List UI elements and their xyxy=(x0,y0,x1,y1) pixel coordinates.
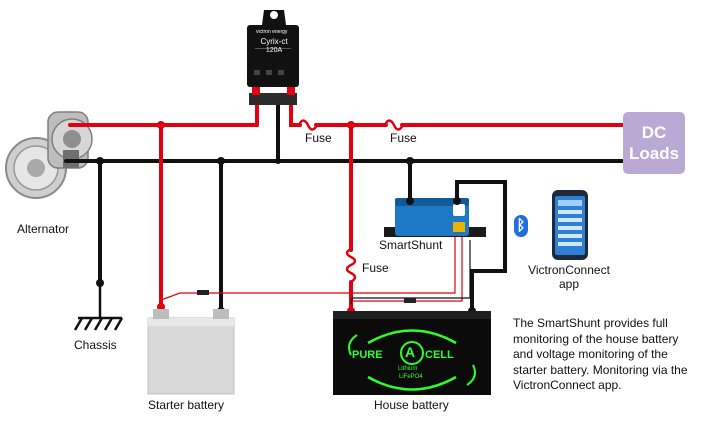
starter-battery xyxy=(147,309,235,395)
logo-lithium: Lithium xyxy=(398,366,418,372)
junction-dot xyxy=(96,157,104,165)
smartshunt-device xyxy=(384,197,486,237)
logo-a: A xyxy=(405,344,416,360)
description-text: The SmartShunt provides full monitoring … xyxy=(513,316,688,392)
chassis-label: Chassis xyxy=(74,338,117,352)
fuse-icon xyxy=(383,119,405,131)
junction-dot xyxy=(275,158,281,164)
logo-cell: CELL xyxy=(425,349,454,361)
smartshunt-label: SmartShunt xyxy=(379,238,443,252)
cyrix-rating: 120A xyxy=(265,47,283,54)
dc-loads-line1: DC xyxy=(641,123,667,142)
victronconnect-label-line1: VictronConnect xyxy=(528,263,610,277)
inline-fuse xyxy=(197,290,209,295)
fuse-label-2: Fuse xyxy=(390,131,417,145)
dc-loads-line2: Loads xyxy=(628,144,680,163)
bluetooth-icon: ᛒ xyxy=(514,215,528,237)
house-battery xyxy=(333,311,491,395)
logo-pure: PURE xyxy=(352,349,383,361)
cyrix-relay xyxy=(247,10,299,105)
junction-dot xyxy=(217,157,225,165)
cyrix-brand: victron energy xyxy=(256,29,288,35)
victronconnect-label-line2: app xyxy=(558,277,580,291)
negative-wiring xyxy=(64,102,624,313)
junction-dot xyxy=(406,157,414,165)
house-battery-label: House battery xyxy=(374,398,449,412)
cyrix-model: Cyrix-ct xyxy=(260,37,288,46)
victronconnect-label: VictronConnect app xyxy=(525,263,613,291)
dc-loads-box: DC Loads xyxy=(623,112,685,174)
phone-icon xyxy=(552,190,588,260)
chassis-ground-icon xyxy=(73,283,124,331)
fuse-icon xyxy=(345,247,357,284)
junction-dot xyxy=(157,121,165,129)
fuse-label-3: Fuse xyxy=(362,261,389,275)
logo-lifepo4: LiFePO4 xyxy=(399,374,423,380)
inline-fuse xyxy=(404,298,416,303)
alternator-label: Alternator xyxy=(17,222,70,236)
junction-dot xyxy=(347,121,355,129)
starter-battery-label: Starter battery xyxy=(148,398,225,412)
fuse-icon xyxy=(297,119,319,131)
fuse-label-1: Fuse xyxy=(305,131,332,145)
